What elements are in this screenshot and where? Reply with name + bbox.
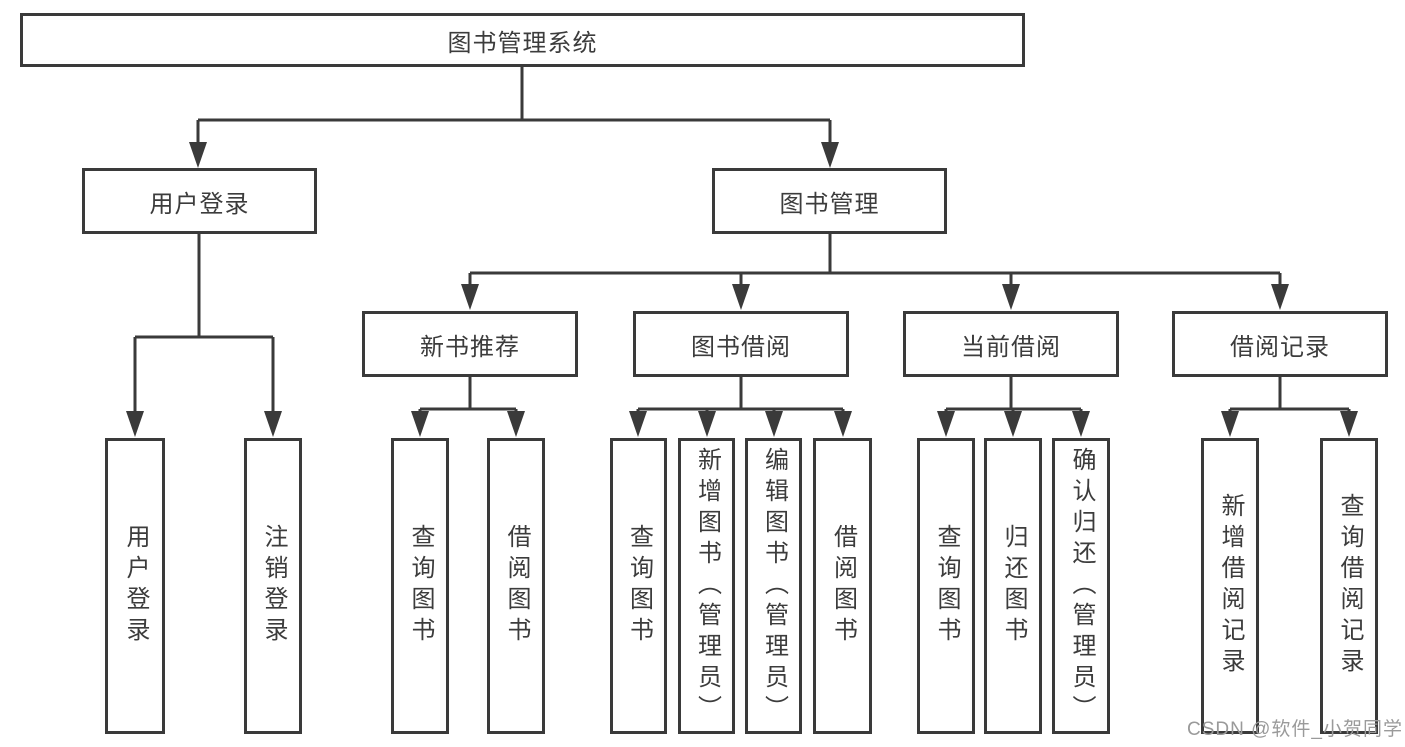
leaf-label: 归还图书 xyxy=(1000,524,1027,648)
leaf-query-books-recommend: 查询图书 xyxy=(391,438,449,734)
node-label: 图书管理系统 xyxy=(447,29,598,57)
leaf-label: 用户登录 xyxy=(122,524,149,648)
leaf-confirm-return-admin: 确认归还（管理员） xyxy=(1052,438,1110,734)
leaf-label: 编辑图书（管理员） xyxy=(760,446,788,726)
leaf-borrow-books-borrowing: 借阅图书 xyxy=(813,438,872,734)
node-label: 图书管理 xyxy=(779,190,880,218)
node-label: 新书推荐 xyxy=(420,333,520,361)
leaf-label: 查询借阅记录 xyxy=(1336,493,1363,679)
leaf-edit-books-admin: 编辑图书（管理员） xyxy=(745,438,802,734)
leaf-query-books-borrowing: 查询图书 xyxy=(610,438,667,734)
leaf-logout-login: 注销登录 xyxy=(244,438,302,734)
csdn-watermark: CSDN @软件_小贺同学 xyxy=(1187,719,1403,740)
node-label: 用户登录 xyxy=(149,190,250,218)
node-current-borrowing: 当前借阅 xyxy=(903,311,1119,377)
leaf-label: 新增图书（管理员） xyxy=(693,446,721,726)
node-label: 当前借阅 xyxy=(961,333,1061,361)
leaf-label: 借阅图书 xyxy=(503,524,530,648)
node-borrowing-records: 借阅记录 xyxy=(1172,311,1388,377)
leaf-label: 查询图书 xyxy=(407,524,434,648)
leaf-label: 注销登录 xyxy=(260,524,287,648)
leaf-label: 借阅图书 xyxy=(829,524,857,648)
node-user-login: 用户登录 xyxy=(82,168,317,234)
node-library-system: 图书管理系统 xyxy=(20,13,1025,67)
node-book-management: 图书管理 xyxy=(712,168,947,234)
node-new-book-recommendation: 新书推荐 xyxy=(362,311,578,377)
leaf-query-books-current: 查询图书 xyxy=(917,438,975,734)
node-label: 图书借阅 xyxy=(691,333,791,361)
leaf-add-books-admin: 新增图书（管理员） xyxy=(678,438,735,734)
leaf-label: 新增借阅记录 xyxy=(1217,493,1244,679)
leaf-borrow-books-recommend: 借阅图书 xyxy=(487,438,545,734)
node-label: 借阅记录 xyxy=(1230,333,1330,361)
leaf-label: 查询图书 xyxy=(933,524,960,648)
leaf-label: 确认归还（管理员） xyxy=(1068,446,1095,726)
leaf-user-login: 用户登录 xyxy=(105,438,165,734)
node-book-borrowing: 图书借阅 xyxy=(633,311,849,377)
leaf-label: 查询图书 xyxy=(625,524,653,648)
leaf-add-borrow-record: 新增借阅记录 xyxy=(1201,438,1259,734)
leaf-query-borrow-record: 查询借阅记录 xyxy=(1320,438,1378,734)
leaf-return-books: 归还图书 xyxy=(984,438,1042,734)
